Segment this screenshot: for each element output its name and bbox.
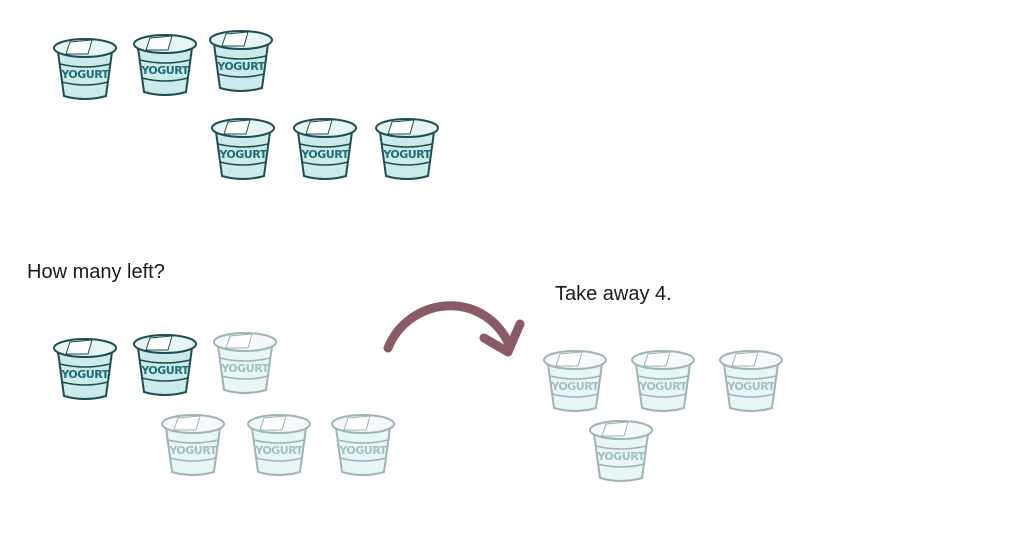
yogurt-cup-icon: YOGURT xyxy=(374,114,440,182)
faded-yogurt-cup-icon: YOGURT xyxy=(212,328,278,396)
yogurt-label: YOGURT xyxy=(140,64,189,77)
yogurt-cup-icon: YOGURT xyxy=(132,30,198,98)
faded-yogurt-cup-icon: YOGURT xyxy=(630,346,696,414)
yogurt-cup-icon: YOGURT xyxy=(208,26,274,94)
yogurt-label: YOGURT xyxy=(726,380,775,393)
yogurt-cup-icon: YOGURT xyxy=(52,334,118,402)
faded-yogurt-cup-icon: YOGURT xyxy=(588,416,654,484)
yogurt-cup-icon: YOGURT xyxy=(132,330,198,398)
faded-yogurt-cup-icon: YOGURT xyxy=(160,410,226,478)
yogurt-label: YOGURT xyxy=(596,450,645,463)
question-text: How many left? xyxy=(27,261,165,283)
yogurt-label: YOGURT xyxy=(216,60,265,73)
yogurt-cup-icon: YOGURT xyxy=(292,114,358,182)
faded-yogurt-cup-icon: YOGURT xyxy=(330,410,396,478)
yogurt-label: YOGURT xyxy=(218,148,267,161)
yogurt-label: YOGURT xyxy=(638,380,687,393)
yogurt-label: YOGURT xyxy=(550,380,599,393)
curved-arrow-icon xyxy=(383,301,525,357)
yogurt-label: YOGURT xyxy=(60,68,109,81)
yogurt-label: YOGURT xyxy=(338,444,387,457)
yogurt-label: YOGURT xyxy=(168,444,217,457)
faded-yogurt-cup-icon: YOGURT xyxy=(718,346,784,414)
yogurt-cup-icon: YOGURT xyxy=(52,34,118,102)
yogurt-label: YOGURT xyxy=(254,444,303,457)
yogurt-cup-icon: YOGURT xyxy=(210,114,276,182)
faded-yogurt-cup-icon: YOGURT xyxy=(246,410,312,478)
yogurt-label: YOGURT xyxy=(220,362,269,375)
yogurt-label: YOGURT xyxy=(60,368,109,381)
faded-yogurt-cup-icon: YOGURT xyxy=(542,346,608,414)
yogurt-label: YOGURT xyxy=(140,364,189,377)
yogurt-label: YOGURT xyxy=(382,148,431,161)
instruction-text: Take away 4. xyxy=(555,283,672,305)
yogurt-label: YOGURT xyxy=(300,148,349,161)
